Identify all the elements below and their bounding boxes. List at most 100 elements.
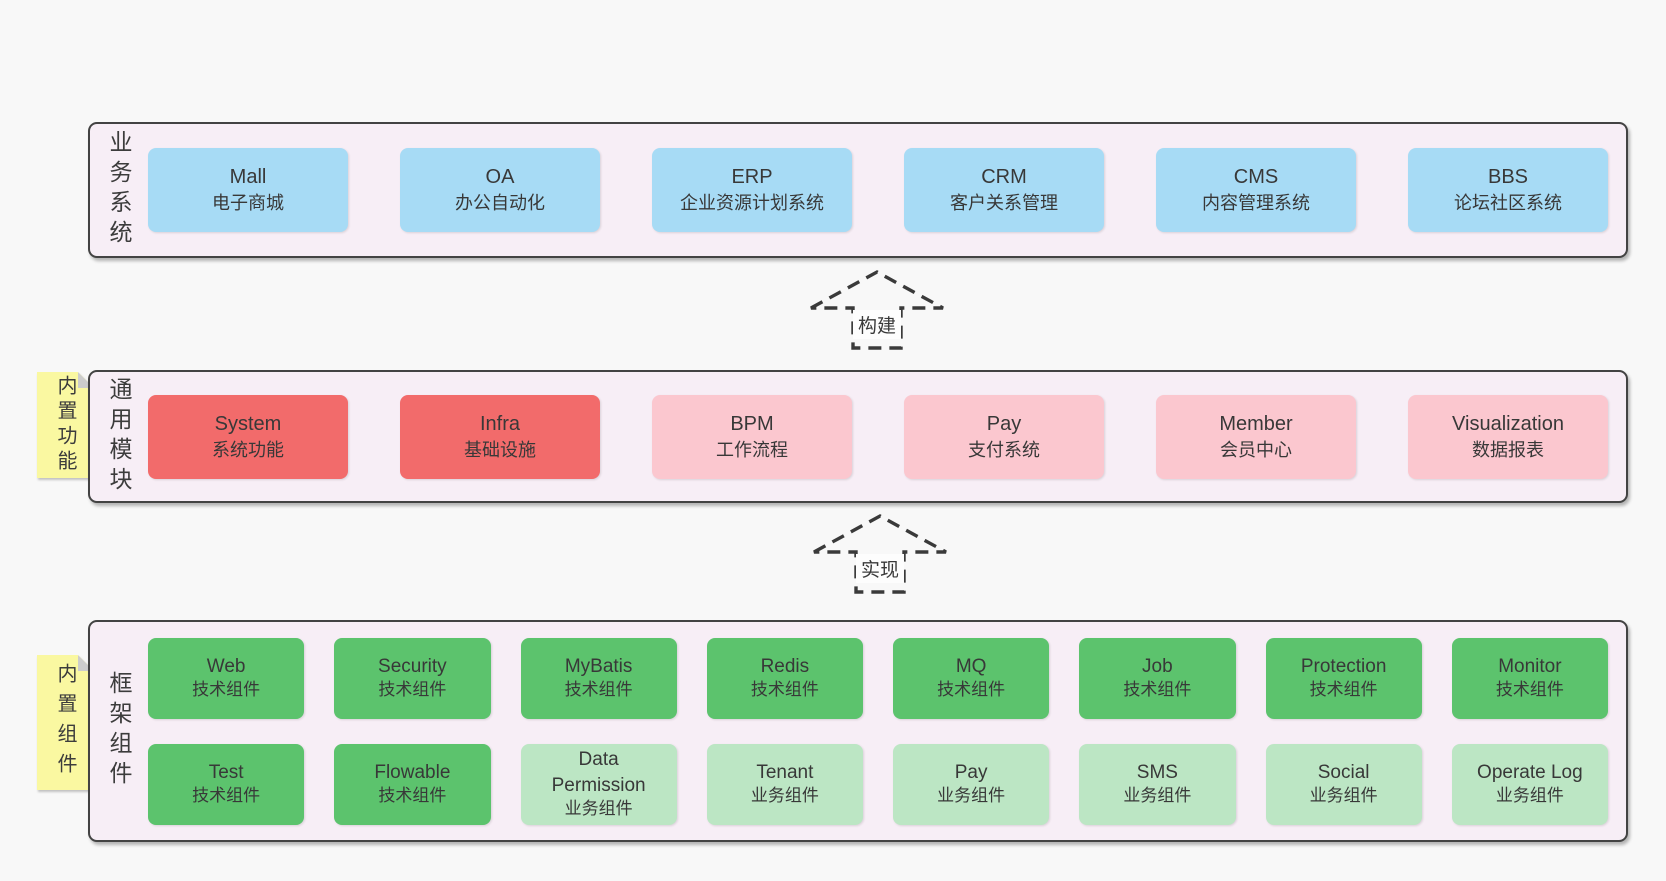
module-subtitle: 电子商城: [212, 193, 284, 214]
module-subtitle: 支付系统: [968, 439, 1040, 460]
band-business-systems: 业务系统 Mall 电子商城 OA 办公自动化 ERP 企业资源计划系统 CRM 客户关系管理…: [88, 122, 1628, 258]
module-name: Mall: [229, 166, 267, 189]
module-name: System: [214, 412, 282, 435]
module-subtitle: 会员中心: [1220, 439, 1292, 460]
module-name: Flowable: [374, 761, 451, 783]
sticky-label: 内置组件: [54, 662, 76, 783]
band-label-wrap: 框架组件: [90, 622, 148, 840]
module-box-mq: MQ 技术组件: [893, 637, 1050, 719]
module-box-protection: Protection 技术组件: [1265, 637, 1422, 719]
module-name: Redis: [760, 655, 810, 677]
module-name: Tenant: [756, 761, 814, 783]
module-name: ERP: [731, 166, 773, 189]
module-box-redis: Redis 技术组件: [706, 637, 863, 719]
module-box-visualization: Visualization 数据报表: [1408, 394, 1608, 479]
module-box-job: Job 技术组件: [1079, 637, 1236, 719]
band-grid-business-systems: Mall 电子商城 OA 办公自动化 ERP 企业资源计划系统 CRM 客户关系管理 CMS 内容…: [148, 148, 1626, 232]
module-name: SMS: [1136, 761, 1178, 783]
module-subtitle: 技术组件: [378, 680, 447, 700]
module-name: Member: [1219, 412, 1293, 435]
module-subtitle: 技术组件: [192, 680, 261, 700]
module-box-pay: Pay 业务组件: [893, 743, 1050, 825]
module-name: Test: [208, 761, 244, 783]
module-subtitle: 技术组件: [1495, 680, 1564, 700]
band-label-framework-components: 框架组件: [106, 671, 132, 791]
module-box-infra: Infra 基础设施: [400, 394, 600, 479]
module-box-web: Web 技术组件: [148, 637, 305, 719]
module-name: BPM: [730, 412, 774, 435]
module-name: Security: [378, 655, 447, 677]
implement-arrow-label: 实现: [855, 554, 905, 583]
sticky-label: 内置功能: [54, 375, 76, 475]
module-name: Monitor: [1498, 655, 1562, 677]
module-subtitle: 技术组件: [937, 680, 1006, 700]
module-box-crm: CRM 客户关系管理: [904, 148, 1104, 232]
module-box-oa: OA 办公自动化: [400, 148, 600, 232]
module-subtitle: 业务组件: [1495, 786, 1564, 806]
module-box-cms: CMS 内容管理系统: [1156, 148, 1356, 232]
module-name: Social: [1317, 761, 1370, 783]
module-subtitle: 业务组件: [564, 799, 633, 819]
module-box-pay: Pay 支付系统: [904, 394, 1104, 479]
implement-arrow: 实现: [810, 510, 950, 596]
band-label-common-modules: 通用模块: [106, 376, 132, 497]
module-box-tenant: Tenant 业务组件: [706, 743, 863, 825]
module-name: Operate Log: [1477, 761, 1583, 783]
module-box-bpm: BPM 工作流程: [652, 394, 852, 479]
module-name: Job: [1142, 655, 1173, 677]
module-subtitle: 内容管理系统: [1202, 193, 1310, 214]
module-subtitle: 技术组件: [1309, 680, 1378, 700]
module-box-erp: ERP 企业资源计划系统: [652, 148, 852, 232]
module-subtitle: 技术组件: [192, 786, 261, 806]
module-box-monitor: Monitor 技术组件: [1451, 637, 1608, 719]
module-subtitle: 技术组件: [564, 680, 633, 700]
module-subtitle: 技术组件: [1123, 680, 1192, 700]
module-name: Data Permission: [551, 748, 646, 796]
module-subtitle: 工作流程: [716, 439, 788, 460]
module-name: Protection: [1300, 655, 1387, 677]
module-name: Visualization: [1452, 412, 1564, 435]
module-subtitle: 技术组件: [378, 786, 447, 806]
module-subtitle: 业务组件: [750, 786, 819, 806]
module-name: Pay: [986, 412, 1022, 435]
module-subtitle: 企业资源计划系统: [680, 193, 824, 214]
module-box-test: Test 技术组件: [148, 743, 305, 825]
band-label-wrap: 业务系统: [90, 124, 148, 256]
band-label-business-systems: 业务系统: [106, 130, 132, 250]
module-box-mybatis: MyBatis 技术组件: [520, 637, 677, 719]
module-subtitle: 业务组件: [1309, 786, 1378, 806]
module-name: MyBatis: [564, 655, 633, 677]
module-box-member: Member 会员中心: [1156, 394, 1356, 479]
module-subtitle: 数据报表: [1472, 439, 1544, 460]
module-subtitle: 技术组件: [750, 680, 819, 700]
band-label-wrap: 通用模块: [90, 372, 148, 501]
module-name: Infra: [479, 412, 521, 435]
module-name: Pay: [954, 761, 988, 783]
sticky-note-built-in-features: 内置功能: [37, 372, 94, 478]
module-name: MQ: [955, 655, 987, 677]
module-box-data-permission: Data Permission 业务组件: [520, 743, 677, 825]
module-box-operate-log: Operate Log 业务组件: [1451, 743, 1608, 825]
module-subtitle: 办公自动化: [455, 193, 545, 214]
up-arrow-icon: [810, 270, 944, 350]
module-name: CRM: [981, 166, 1027, 189]
module-box-flowable: Flowable 技术组件: [334, 743, 491, 825]
module-box-mall: Mall 电子商城: [148, 148, 348, 232]
module-name: Web: [206, 655, 246, 677]
module-name: OA: [485, 166, 515, 189]
module-subtitle: 业务组件: [937, 786, 1006, 806]
module-subtitle: 基础设施: [464, 439, 536, 460]
build-arrow-label: 构建: [852, 310, 902, 339]
sticky-note-built-in-components: 内置组件: [37, 655, 94, 790]
sticky-note-shadow: 内置功能: [37, 372, 94, 478]
module-subtitle: 客户关系管理: [950, 193, 1058, 214]
module-name: CMS: [1233, 166, 1279, 189]
module-name: BBS: [1487, 166, 1529, 189]
